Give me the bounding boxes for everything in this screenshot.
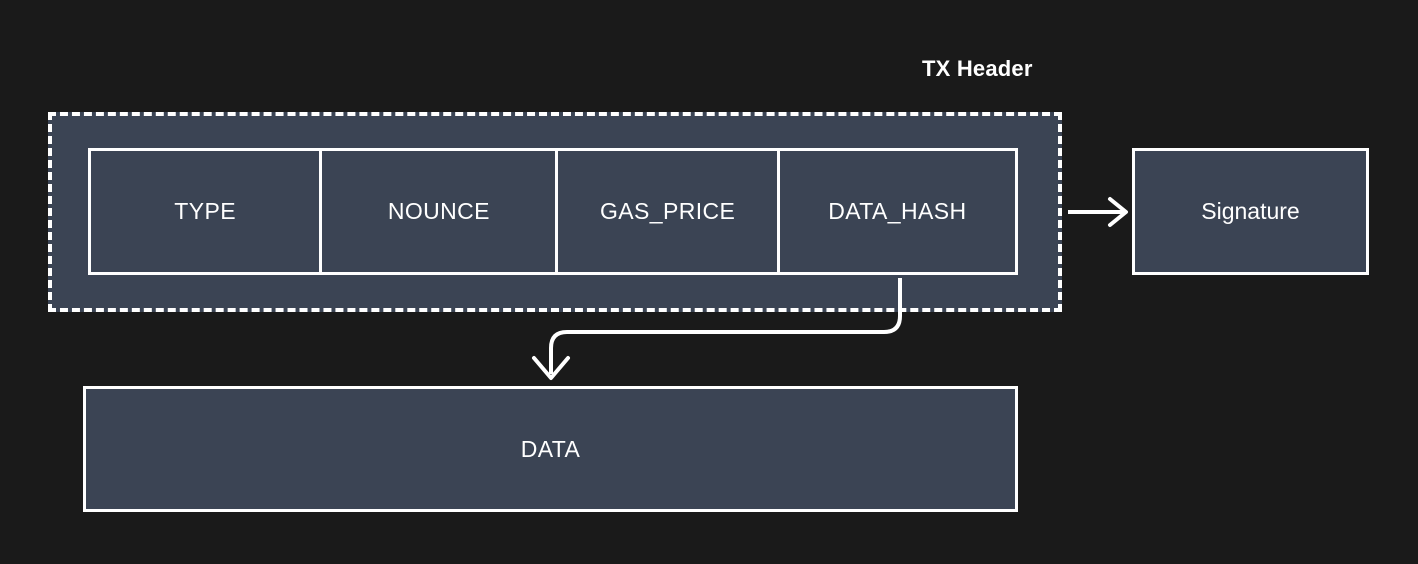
arrow-header-to-signature: [1068, 197, 1128, 227]
field-cell-nounce[interactable]: NOUNCE: [322, 151, 559, 272]
field-cell-type[interactable]: TYPE: [91, 151, 323, 272]
data-box[interactable]: DATA: [83, 386, 1018, 512]
field-cell-gas-price[interactable]: GAS_PRICE: [558, 151, 780, 272]
signature-box[interactable]: Signature: [1132, 148, 1369, 275]
field-cell-data-hash[interactable]: DATA_HASH: [779, 151, 1015, 272]
page-title: TX Header: [922, 56, 1033, 81]
tx-header-field-row: TYPE NOUNCE GAS_PRICE DATA_HASH: [88, 148, 1018, 275]
